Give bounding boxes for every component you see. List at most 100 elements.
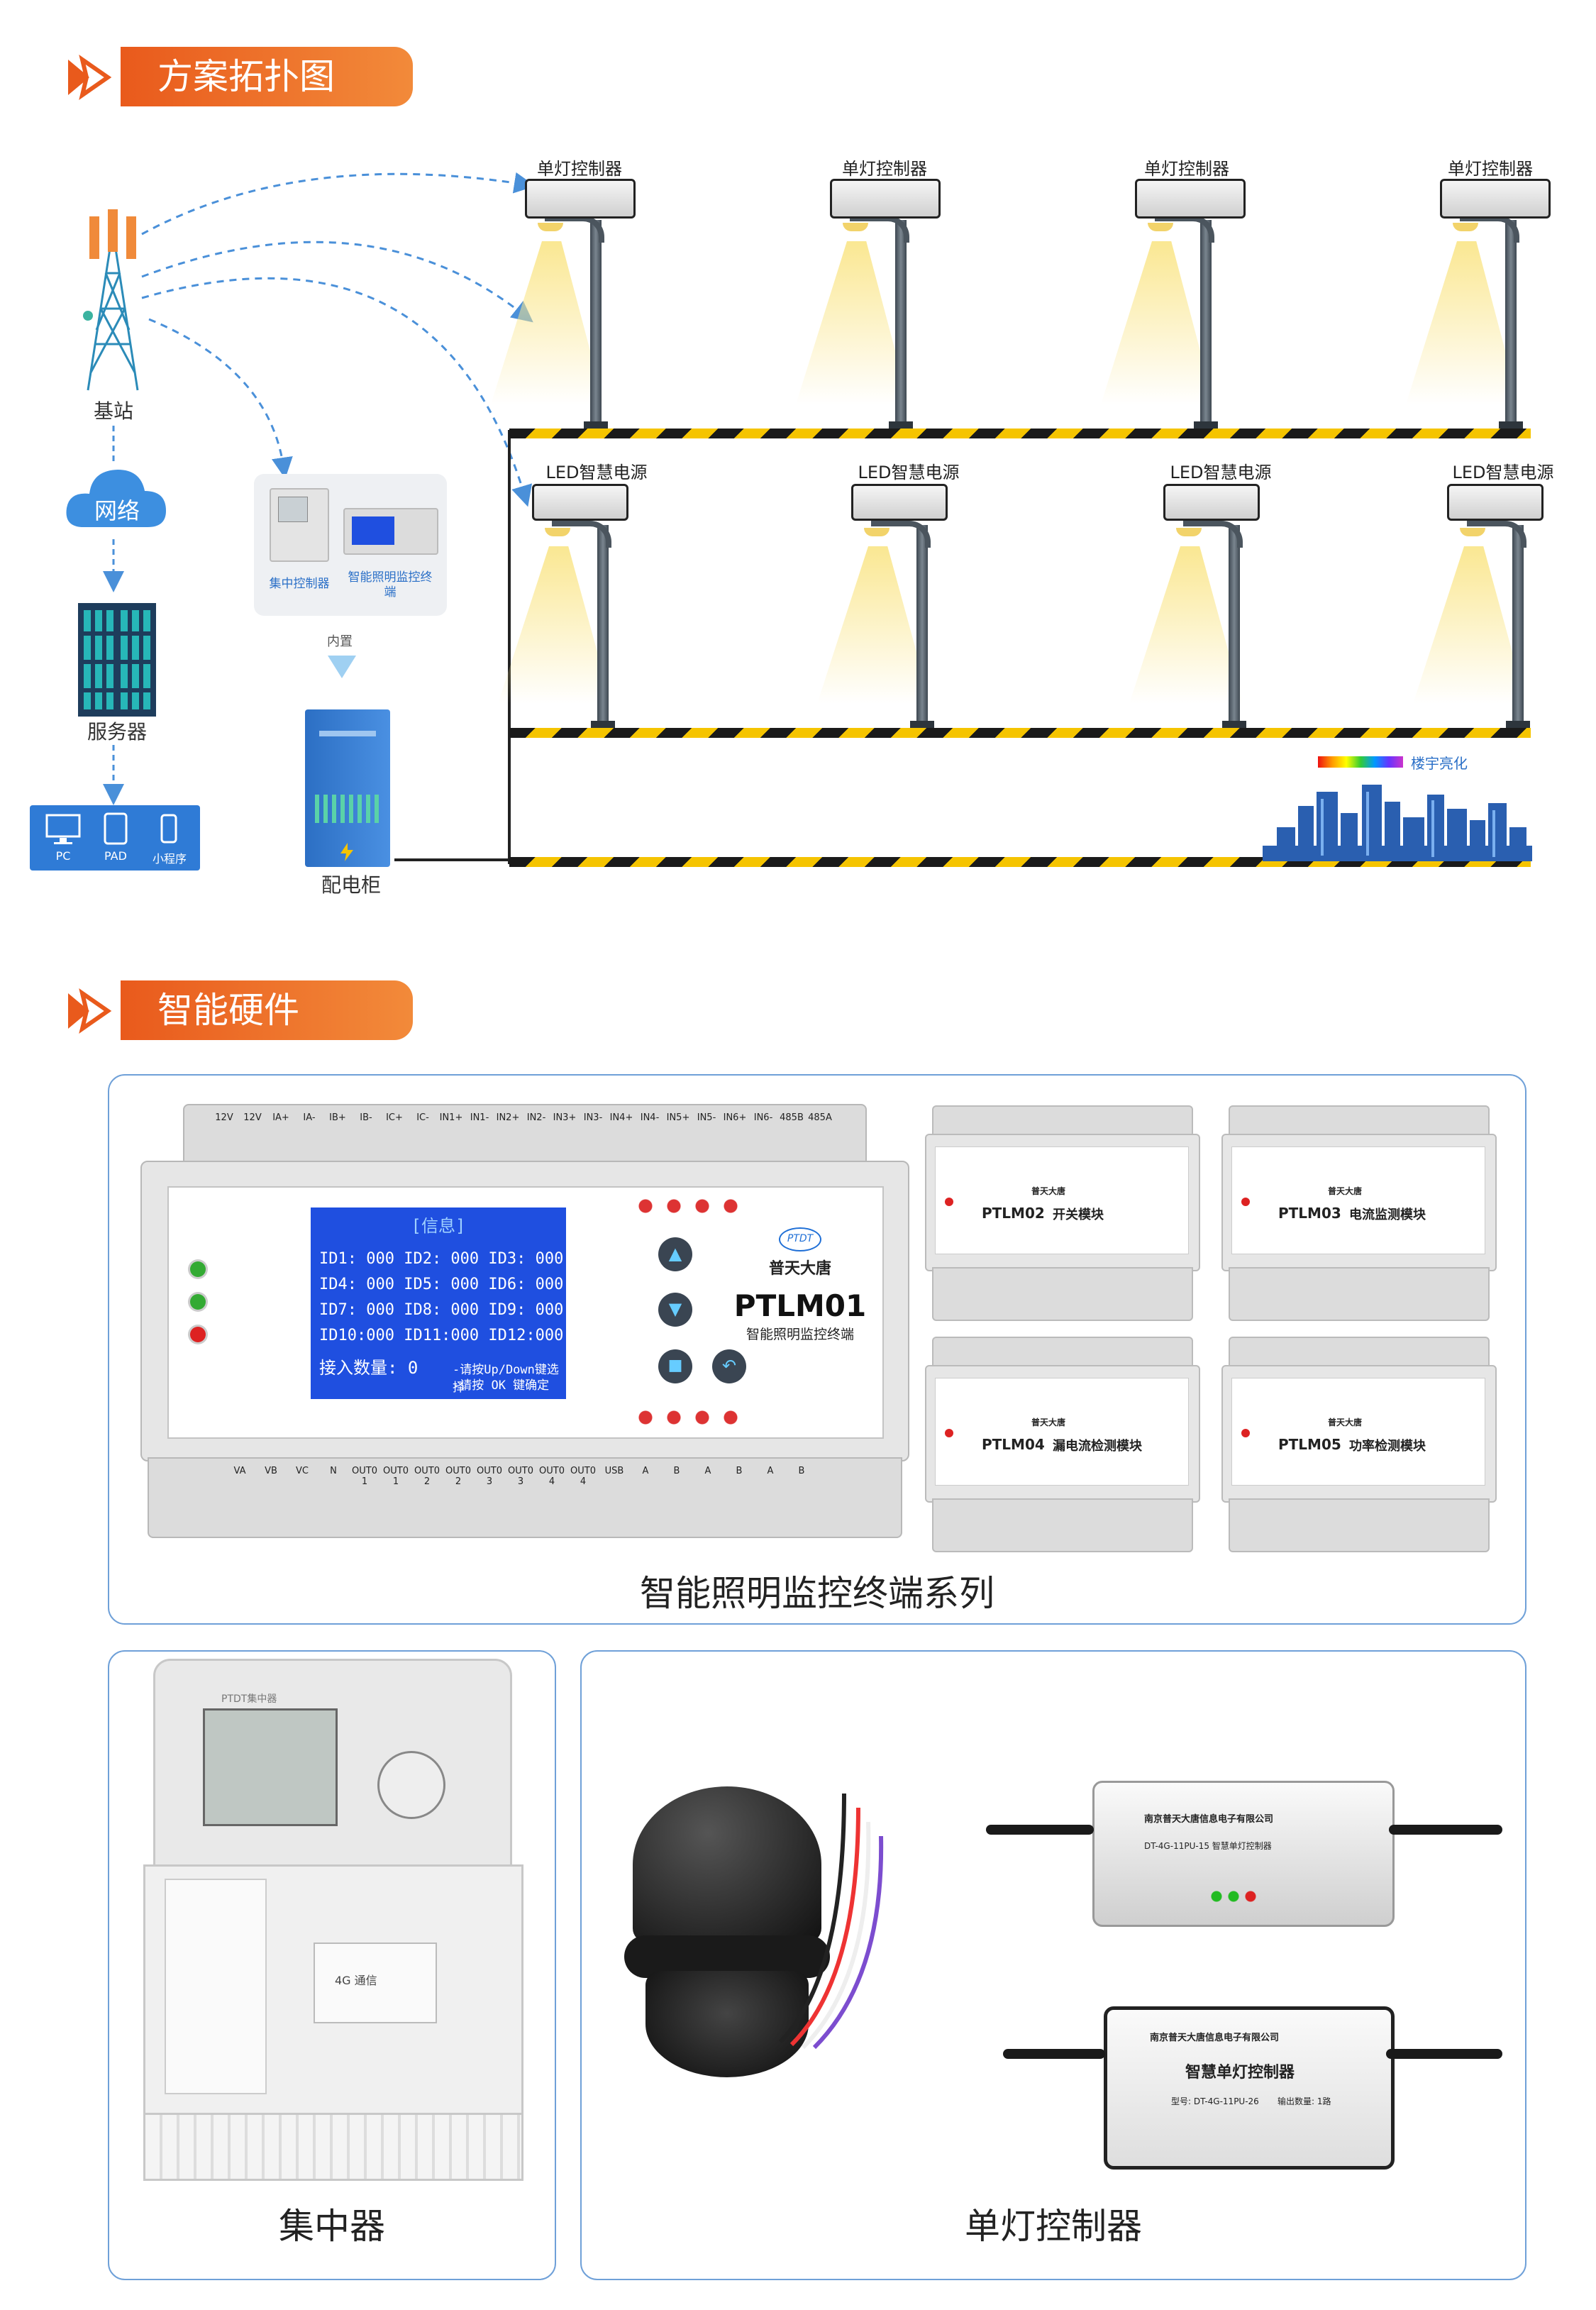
row1-arm-3	[1155, 216, 1214, 243]
top-terminal-label: IN1-	[470, 1112, 489, 1123]
tablet-icon	[104, 812, 128, 845]
controller-a-cable-right	[1389, 1825, 1502, 1835]
top-terminal-label: IB-	[360, 1112, 372, 1123]
module-bottom-strip	[932, 1498, 1193, 1552]
top-terminal-label: 485A	[808, 1112, 832, 1123]
red-led-row-bottom	[637, 1409, 750, 1426]
top-terminal-label: IN4+	[609, 1112, 633, 1123]
controller-b-outputs: 输出数量: 1路	[1278, 2096, 1331, 2106]
lightning-icon	[340, 843, 353, 861]
row2-lamp-head-1	[545, 528, 570, 536]
top-terminal-label: 12V	[215, 1112, 233, 1123]
single-lamp-controller-label-1: 单灯控制器	[537, 159, 622, 179]
row1-lamp-head-1	[538, 223, 563, 231]
concentrator-card: PTDT集中器 4G 通信 集中器	[108, 1650, 556, 2280]
module-status-led	[1241, 1429, 1250, 1437]
photocell-sensor	[624, 1786, 830, 2084]
bottom-terminal-label: B	[736, 1466, 743, 1476]
module-status-led	[945, 1198, 953, 1206]
ptlm01-bottom-terminal-strip	[148, 1457, 902, 1538]
module-function-name: 开关模块	[1053, 1208, 1104, 1222]
section-header-hardware: 智能硬件	[65, 980, 434, 1040]
row2-arm-3	[1183, 521, 1243, 548]
bottom-terminal-label: A	[704, 1466, 711, 1476]
controller-b-model: 型号: DT-4G-11PU-26	[1171, 2096, 1259, 2106]
single-lamp-caption: 单灯控制器	[965, 2206, 1142, 2247]
single-lamp-controller-label-2: 单灯控制器	[842, 159, 927, 179]
bottom-terminal-label: OUT03	[508, 1466, 533, 1487]
concentrator-label: 集中控制器	[269, 577, 330, 591]
lcd-count: 接入数量: 0	[319, 1358, 419, 1378]
single-lamp-controller-label-4: 单灯控制器	[1448, 159, 1533, 179]
bottom-terminal-label: A	[767, 1466, 774, 1476]
bottom-terminal-label: A	[642, 1466, 649, 1476]
red-led-row-top	[637, 1198, 750, 1215]
concentrator-device: PTDT集中器 4G 通信	[136, 1659, 526, 2184]
chevron-right-icon	[68, 55, 112, 100]
top-terminal-label: IA-	[303, 1112, 316, 1123]
network-label: 网络	[94, 497, 140, 524]
row2-lamp-head-2	[864, 528, 890, 536]
top-terminal-label: IN2+	[496, 1112, 520, 1123]
row1-controller-box-2	[830, 179, 941, 219]
row2-pole-3	[1229, 525, 1240, 725]
concentrator-comm-label: 4G 通信	[335, 1974, 377, 1987]
stop-button[interactable]: ■	[658, 1349, 692, 1383]
pc-icon	[45, 814, 81, 844]
module-bottom-strip	[1229, 1498, 1490, 1552]
row2-controller-box-4	[1447, 484, 1544, 521]
building-lighting-label: 楼宇亮化	[1411, 755, 1468, 772]
module-brand: 普天大唐	[1328, 1186, 1363, 1196]
concentrator-keypad[interactable]	[377, 1751, 445, 1819]
top-terminal-label: IN2-	[526, 1112, 546, 1123]
concentrator-thumbnail	[270, 488, 329, 562]
up-button[interactable]: ▲	[658, 1237, 692, 1271]
bottom-terminal-label: OUT04	[539, 1466, 565, 1487]
client-pc-label: PC	[55, 849, 71, 863]
module-bottom-strip	[1229, 1267, 1490, 1321]
controller-a-model: DT-4G-11PU-15 智慧单灯控制器	[1144, 1841, 1272, 1851]
client-devices-panel: PC PAD 小程序	[30, 805, 200, 871]
back-button[interactable]: ↶	[712, 1349, 746, 1383]
module-bottom-strip	[932, 1267, 1193, 1321]
row2-pole-2	[916, 525, 928, 725]
bottom-terminal-label: USB	[604, 1466, 624, 1476]
row2-lamp-head-3	[1176, 528, 1202, 536]
bottom-terminal-label: N	[330, 1466, 337, 1476]
brand-name: 普天大唐	[768, 1260, 831, 1278]
concentrator-device-label: PTDT集中器	[221, 1693, 277, 1705]
base-station-label: 基站	[93, 399, 133, 423]
controller-a-company: 南京普天大唐信息电子有限公司	[1144, 1814, 1274, 1825]
lcd-hint-2: -请按 OK 键确定	[453, 1378, 550, 1393]
server-rack-icon	[78, 603, 156, 717]
road-stripe-2	[509, 728, 1531, 738]
row1-pole-1	[590, 220, 602, 426]
down-button[interactable]: ▼	[658, 1293, 692, 1327]
row1-controller-box-4	[1440, 179, 1551, 219]
module-brand: 普天大唐	[1031, 1418, 1066, 1427]
photocell-wires	[778, 1793, 884, 2049]
led-power-label-3: LED智慧电源	[1170, 463, 1272, 482]
row1-controller-box-3	[1135, 179, 1246, 219]
chevron-right-icon	[68, 988, 112, 1034]
lcd-row-4: ID10:000 ID11:000 ID12:000	[319, 1327, 564, 1344]
row1-controller-box-1	[525, 179, 636, 219]
module-function-name: 电流监测模块	[1349, 1208, 1426, 1222]
module-model: PTLM05	[1278, 1436, 1341, 1453]
status-led-green-1	[190, 1261, 206, 1277]
terminal-label: 智能照明监控终端	[348, 570, 433, 599]
status-led-green-2	[190, 1294, 206, 1310]
controller-a-device: 南京普天大唐信息电子有限公司 DT-4G-11PU-15 智慧单灯控制器	[1092, 1781, 1395, 1927]
single-lamp-controller-label-3: 单灯控制器	[1144, 159, 1229, 179]
ptdt-logo: PTDT	[779, 1227, 821, 1251]
cloud-network-icon	[66, 470, 166, 527]
top-terminal-label: 485B	[780, 1112, 804, 1123]
down-arrow-icon	[328, 656, 356, 678]
concentrator-lcd	[203, 1708, 338, 1826]
